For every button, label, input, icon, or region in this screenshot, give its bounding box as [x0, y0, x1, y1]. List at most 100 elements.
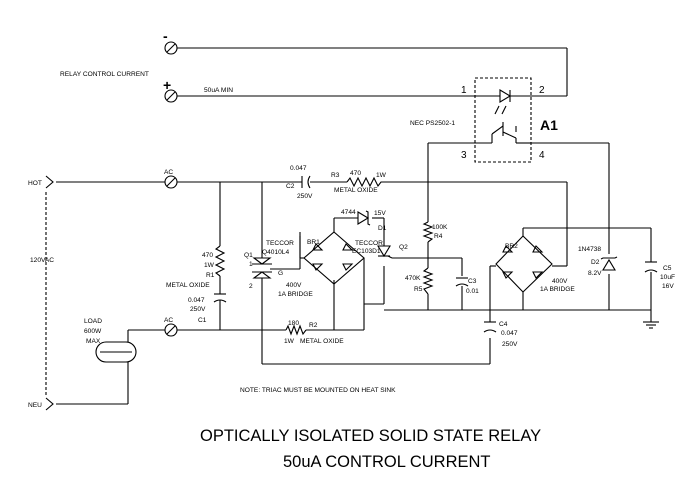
zener-d2	[600, 256, 618, 271]
resistor-r5	[422, 267, 434, 295]
title-line-1: OPTICALLY ISOLATED SOLID STATE RELAY	[200, 427, 541, 445]
q2-part: EC103D1	[352, 248, 381, 255]
load-max: MAX	[86, 338, 101, 345]
r4-value: 100K	[432, 224, 448, 231]
capacitor-c2	[301, 175, 311, 189]
neu-label: NEU	[28, 402, 42, 409]
plus-label: +	[163, 77, 171, 93]
c4-voltage: 250V	[502, 341, 518, 348]
ground-symbol	[643, 321, 659, 329]
hot-label: HOT	[28, 180, 42, 187]
d2-voltage: 8.2V	[588, 270, 602, 277]
r5-value: 470K	[405, 275, 421, 282]
load-label: LOAD	[84, 318, 102, 325]
br1-voltage: 400V	[286, 282, 302, 289]
wiring	[56, 47, 652, 405]
q1-pin1: 1	[249, 261, 253, 268]
d1-zener-label: 4744	[341, 209, 356, 216]
c1-voltage: 250V	[190, 306, 206, 313]
c3-name: C3	[468, 278, 477, 285]
r1-name: R1	[206, 272, 215, 279]
r1-value: 470	[202, 252, 213, 259]
r3-watt: 1W	[376, 172, 387, 179]
load-lamp	[95, 341, 137, 363]
title-line-2: 50uA CONTROL CURRENT	[283, 453, 491, 471]
pin3-label: 3	[461, 150, 467, 161]
pin1-label: 1	[461, 85, 467, 96]
c5-value: 10uF	[660, 274, 675, 281]
bridge-br1	[299, 231, 365, 285]
r2-name: R2	[309, 322, 318, 329]
scr-q2	[377, 245, 393, 259]
r2-type: METAL OXIDE	[300, 338, 344, 345]
c1-value: 0.047	[188, 297, 205, 304]
c2-voltage: 250V	[297, 193, 313, 200]
pin2-label: 2	[539, 85, 545, 96]
ac-top-label: AC	[164, 169, 173, 176]
ac-bottom-label: AC	[164, 317, 173, 324]
d1-voltage: 15V	[374, 210, 386, 217]
a1-label: A1	[540, 117, 558, 133]
r5-name: R5	[414, 286, 423, 293]
r2-watt: 1W	[284, 338, 295, 345]
q2-name: Q2	[399, 244, 408, 251]
teccor2-label: TECCOR	[355, 240, 383, 247]
terminal-ac-top	[164, 175, 178, 189]
hot-arrow	[45, 175, 54, 189]
load-watt: 600W	[84, 328, 102, 335]
capacitor-c4	[483, 321, 497, 333]
c1-name: C1	[198, 317, 207, 324]
q1-part: Q4010L4	[262, 249, 289, 256]
heat-sink-note: NOTE: TRIAC MUST BE MOUNTED ON HEAT SINK	[240, 387, 396, 394]
r3-value: 470	[350, 170, 361, 177]
br1-name: BR1	[307, 239, 320, 246]
r1-watt: 1W	[204, 262, 215, 269]
c2-value: 0.047	[290, 165, 307, 172]
terminal-plus	[164, 89, 178, 103]
resistor-r1	[214, 245, 226, 277]
d2-part: 1N4738	[578, 246, 601, 253]
minus-label: -	[163, 28, 168, 44]
relay-control-current-label: RELAY CONTROL CURRENT	[60, 71, 149, 78]
triac-q1	[252, 257, 272, 279]
r4-name: R4	[434, 233, 443, 240]
resistor-r4	[422, 221, 434, 243]
c5-name: C5	[663, 265, 672, 272]
capacitor-c1	[213, 293, 227, 303]
c4-value: 0.047	[501, 330, 518, 337]
optocoupler-a1	[474, 77, 532, 163]
resistor-r2	[285, 324, 307, 336]
br2-rating: 1A BRIDGE	[540, 286, 575, 293]
vac-label: 120VAC	[30, 257, 54, 264]
c3-value: 0.01	[466, 288, 479, 295]
c2-name: C2	[286, 183, 295, 190]
q1-name: Q1	[244, 252, 253, 259]
pin4-label: 4	[539, 150, 545, 161]
bridge-br2	[495, 235, 553, 293]
r3-name: R3	[331, 172, 340, 179]
capacitor-c3	[455, 277, 469, 287]
d1-name: D1	[378, 225, 387, 232]
br2-voltage: 400V	[552, 278, 568, 285]
r1-type: METAL OXIDE	[166, 282, 210, 289]
terminal-ac-bottom	[164, 323, 178, 337]
br1-rating: 1A BRIDGE	[278, 291, 313, 298]
resistor-r3	[346, 176, 384, 188]
br2-name: BR2	[505, 243, 518, 250]
r2-value: 180	[288, 320, 299, 327]
r3-type: METAL OXIDE	[334, 187, 378, 194]
terminal-minus	[164, 41, 178, 55]
zener-d1	[357, 210, 371, 226]
c4-name: C4	[499, 321, 508, 328]
min-current-label: 50uA MIN	[204, 87, 233, 94]
q1-gate: G	[278, 270, 283, 277]
teccor1-label: TECCOR	[266, 240, 294, 247]
nec-part-label: NEC PS2502-1	[410, 120, 455, 127]
neu-arrow	[45, 397, 54, 411]
d2-name: D2	[591, 259, 600, 266]
capacitor-c5	[644, 261, 658, 273]
c5-voltage: 16V	[662, 283, 674, 290]
q1-pin2: 2	[249, 283, 253, 290]
